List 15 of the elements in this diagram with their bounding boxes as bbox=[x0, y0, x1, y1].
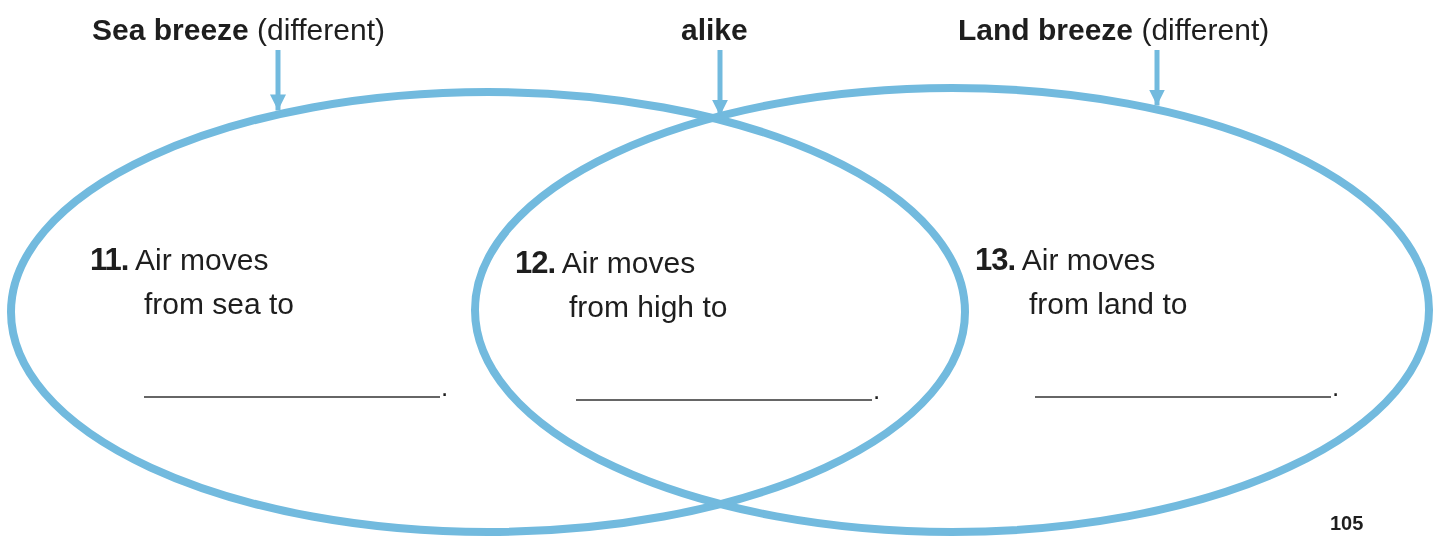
arrow bbox=[270, 50, 286, 111]
period: . bbox=[1332, 372, 1340, 402]
heading-label: Land breeze (different) bbox=[958, 12, 1270, 48]
heading-label: alike bbox=[681, 12, 748, 48]
venn-ellipse bbox=[7, 88, 969, 536]
arrow bbox=[1149, 50, 1165, 106]
arrow bbox=[712, 50, 728, 116]
venn-ellipse bbox=[471, 84, 1433, 536]
question-text: 12. Air moves from high to bbox=[515, 244, 729, 325]
period: . bbox=[441, 372, 449, 402]
page-number: 105 bbox=[1330, 512, 1364, 534]
question-text: 13. Air moves from land to bbox=[975, 241, 1189, 322]
heading-label: Sea breeze (different) bbox=[92, 12, 385, 48]
question-text: 11. Air moves from sea to bbox=[90, 241, 296, 322]
period: . bbox=[873, 375, 881, 405]
